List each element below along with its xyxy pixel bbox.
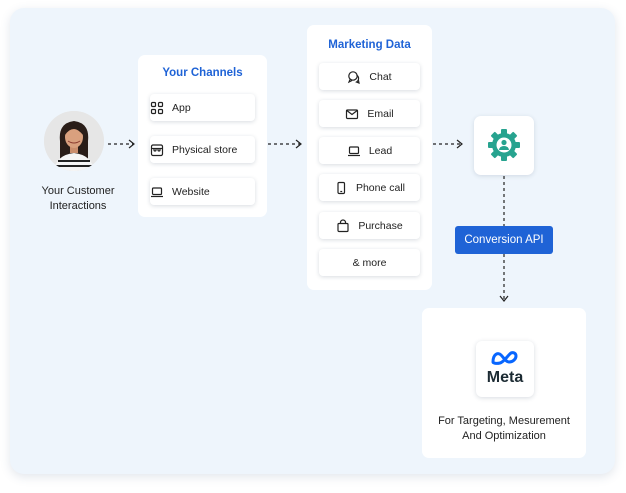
meta-brand-label: Meta: [476, 369, 534, 387]
marketing-card: Marketing Data Chat Email Lead: [307, 25, 432, 290]
customer-label-line2: Interactions: [28, 199, 128, 214]
conversion-api-label: Conversion API: [464, 234, 543, 246]
channel-item-app[interactable]: App: [150, 94, 255, 121]
customer-avatar: [44, 111, 104, 171]
channels-title: Your Channels: [138, 67, 267, 79]
marketing-item-label: Chat: [369, 71, 391, 83]
meta-caption-line2: And Optimization: [422, 429, 586, 444]
customer-label-line1: Your Customer: [28, 184, 128, 199]
marketing-item-phone-call[interactable]: Phone call: [319, 174, 420, 201]
marketing-item-email[interactable]: Email: [319, 100, 420, 127]
arrowhead-1: [129, 140, 134, 148]
marketing-item-lead[interactable]: Lead: [319, 137, 420, 164]
marketing-item-label: Lead: [369, 145, 392, 157]
channel-item-label: Physical store: [172, 144, 237, 156]
meta-infinity-icon: [489, 349, 521, 367]
chat-icon: [347, 70, 361, 84]
marketing-item-label: Phone call: [356, 182, 405, 194]
marketing-item-chat[interactable]: Chat: [319, 63, 420, 90]
bag-icon: [336, 219, 350, 233]
channel-item-physical-store[interactable]: Physical store: [150, 136, 255, 163]
conversion-api-button[interactable]: Conversion API: [455, 226, 553, 254]
marketing-item-label: Email: [367, 108, 393, 120]
store-icon: [150, 143, 164, 157]
marketing-item-label: & more: [353, 257, 387, 269]
marketing-item-more[interactable]: & more: [319, 249, 420, 276]
email-icon: [345, 107, 359, 121]
laptop-icon: [150, 185, 164, 199]
meta-logo-tile: Meta: [476, 341, 534, 397]
grid-icon: [150, 101, 164, 115]
marketing-title: Marketing Data: [307, 39, 432, 51]
meta-card: Meta For Targeting, Mesurement And Optim…: [422, 308, 586, 458]
channel-item-website[interactable]: Website: [150, 178, 255, 205]
phone-icon: [334, 181, 348, 195]
marketing-item-label: Purchase: [358, 220, 402, 232]
channels-card: Your Channels App Physical store Website: [138, 55, 267, 217]
processor-card: [474, 116, 534, 175]
gear-user-icon: [486, 127, 522, 163]
meta-caption: For Targeting, Mesurement And Optimizati…: [422, 414, 586, 444]
laptop-icon: [347, 144, 361, 158]
marketing-item-purchase[interactable]: Purchase: [319, 212, 420, 239]
channel-item-label: App: [172, 102, 191, 114]
meta-caption-line1: For Targeting, Mesurement: [422, 414, 586, 429]
customer-label: Your Customer Interactions: [28, 184, 128, 214]
channel-item-label: Website: [172, 186, 210, 198]
